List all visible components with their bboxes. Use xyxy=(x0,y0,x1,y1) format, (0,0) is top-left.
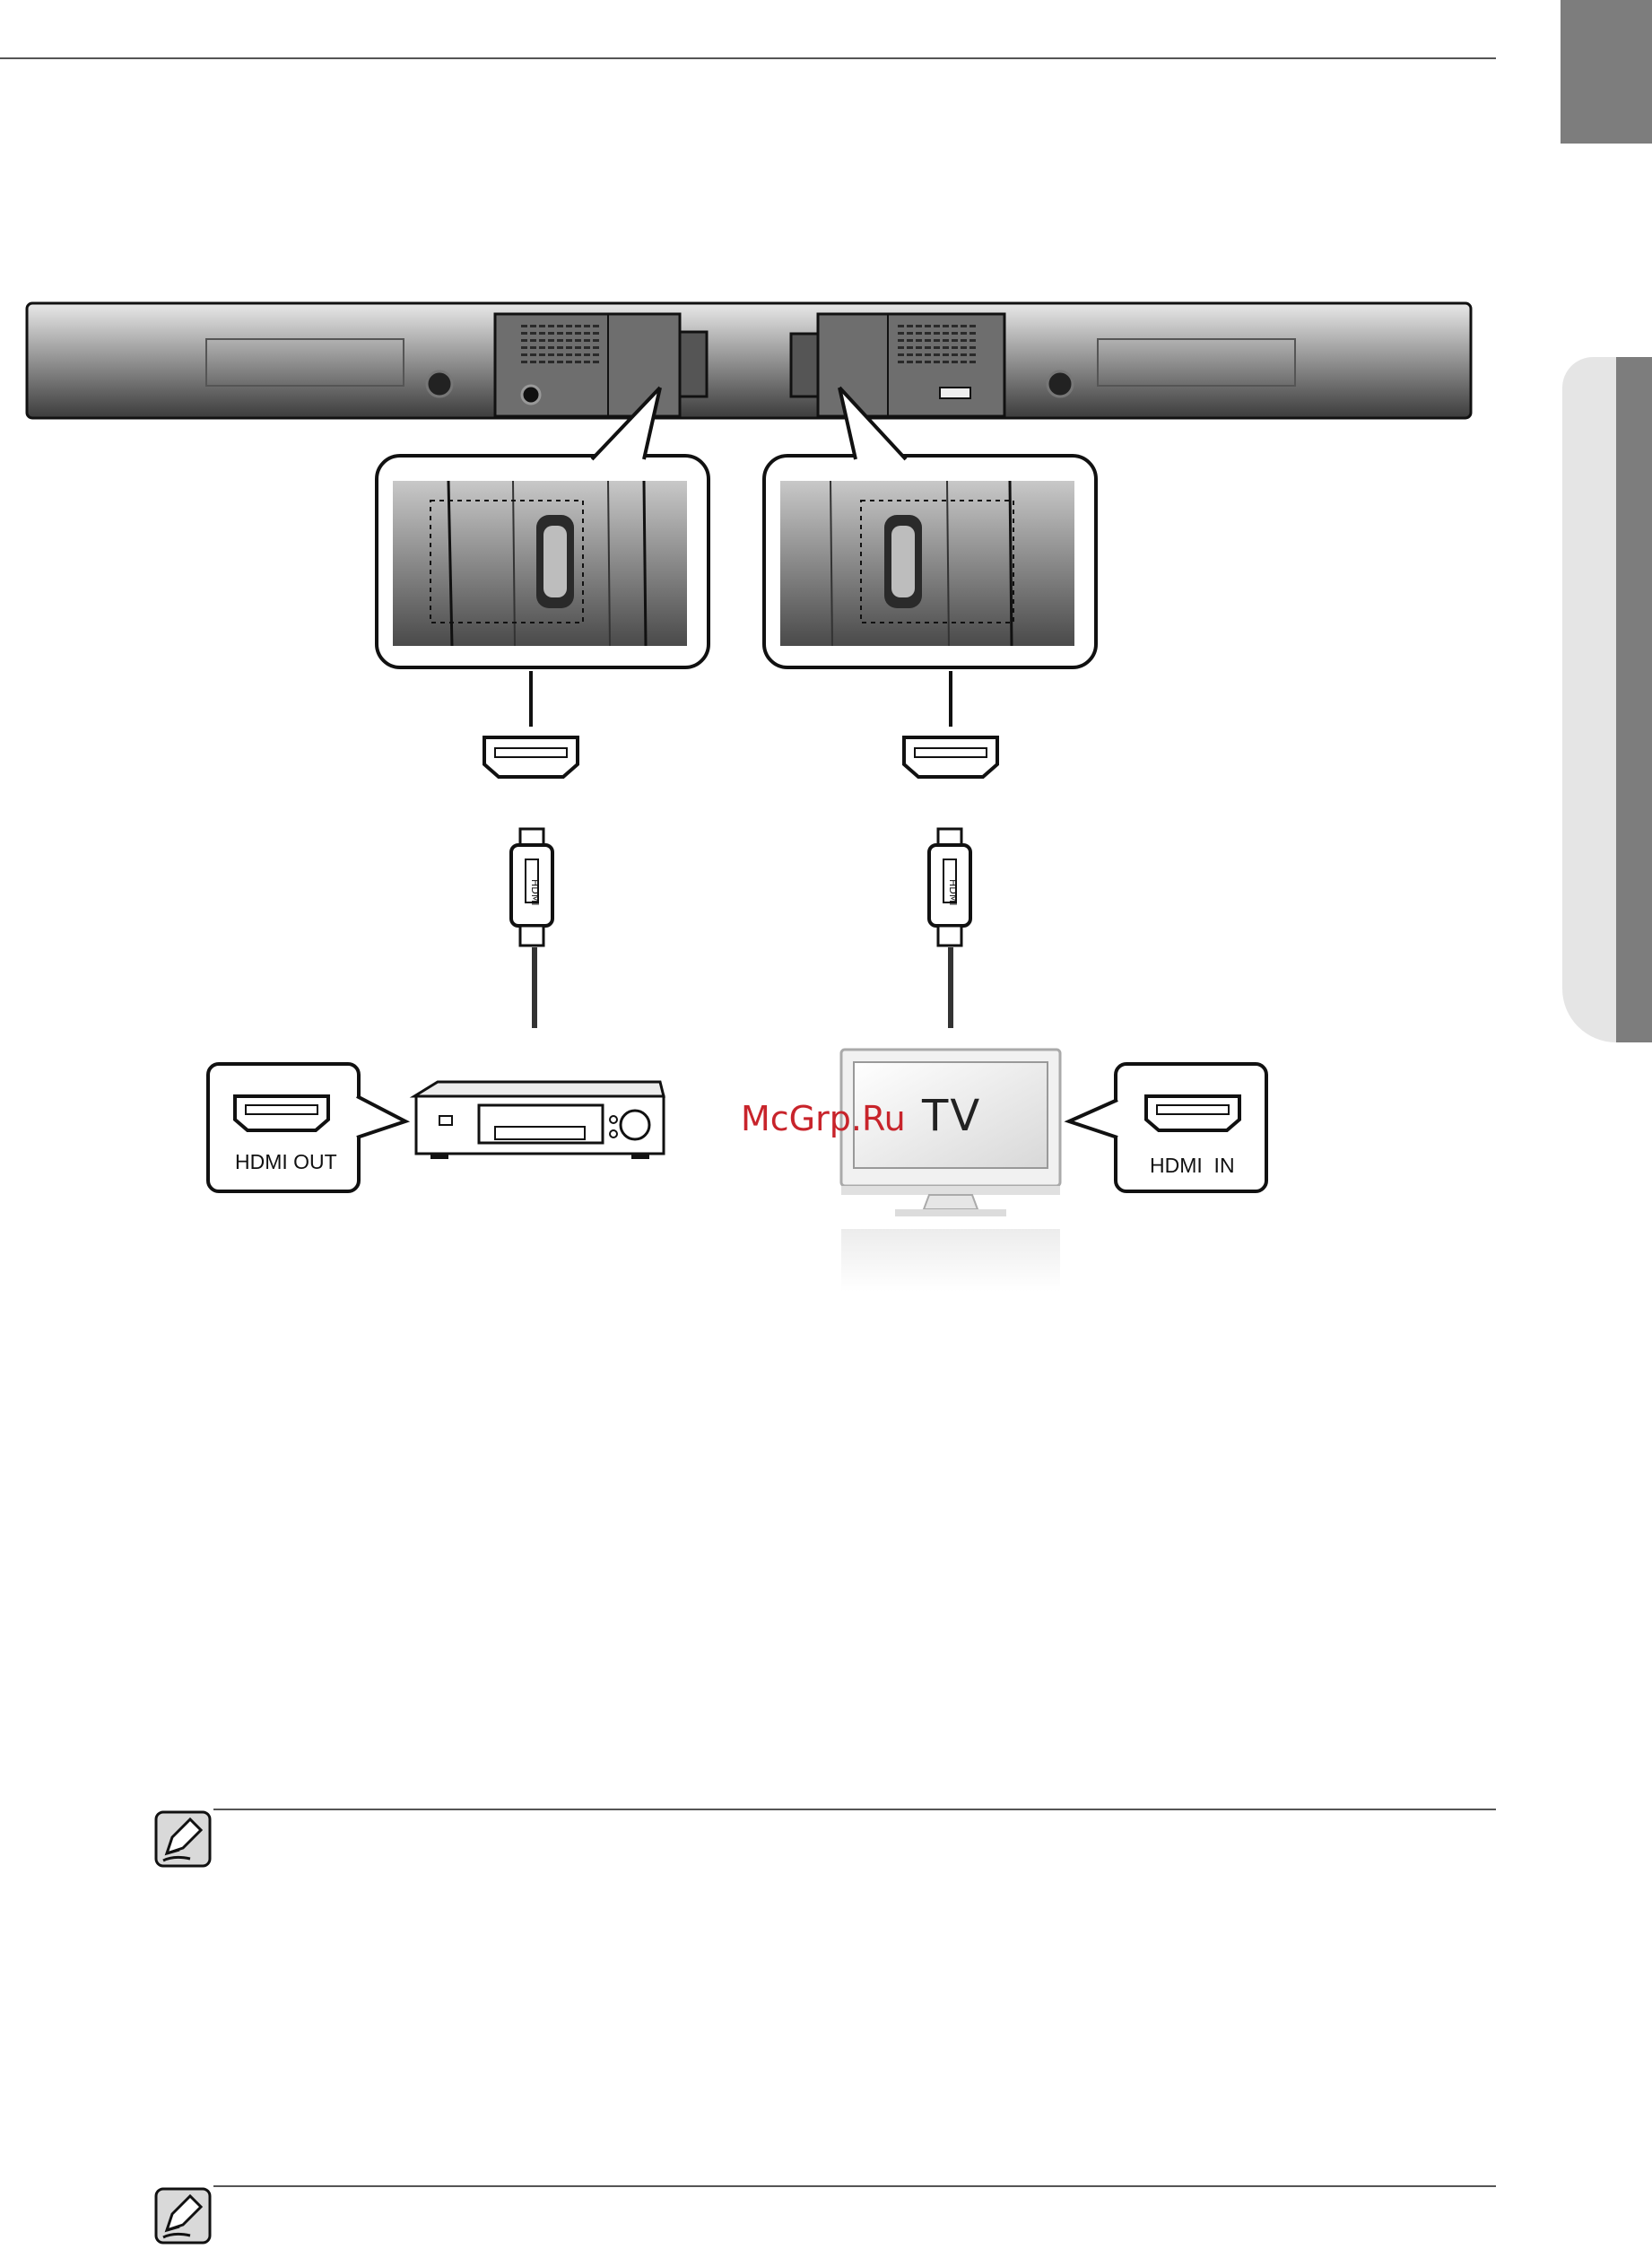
zoom-callout-right xyxy=(764,388,1096,667)
note-pencil-icon-2 xyxy=(154,2187,212,2245)
hdmi-port-icon-left xyxy=(484,671,578,777)
hdmi-in-label: HDMI IN xyxy=(1150,1154,1235,1178)
soundbar xyxy=(27,303,1471,418)
hdmi-out-label: HDMI OUT xyxy=(235,1150,337,1174)
watermark: McGrp.Ru xyxy=(741,1099,906,1138)
note-pencil-icon xyxy=(154,1810,212,1868)
hdmi-plug-text-left: HDMI xyxy=(529,879,541,905)
hdmi-plug-icon-right xyxy=(929,829,970,1028)
tv-device xyxy=(841,1050,1060,1292)
source-device xyxy=(414,1082,664,1159)
zoom-callout-left xyxy=(377,388,709,667)
hdmi-plug-icon-left xyxy=(511,829,552,1028)
hdmi-port-icon-right xyxy=(904,671,997,777)
note-rule-1 xyxy=(213,1809,1496,1810)
hdmi-plug-text-right: HDMI xyxy=(947,879,959,905)
note-rule-2 xyxy=(213,2185,1496,2187)
tv-label: TV xyxy=(922,1091,981,1141)
